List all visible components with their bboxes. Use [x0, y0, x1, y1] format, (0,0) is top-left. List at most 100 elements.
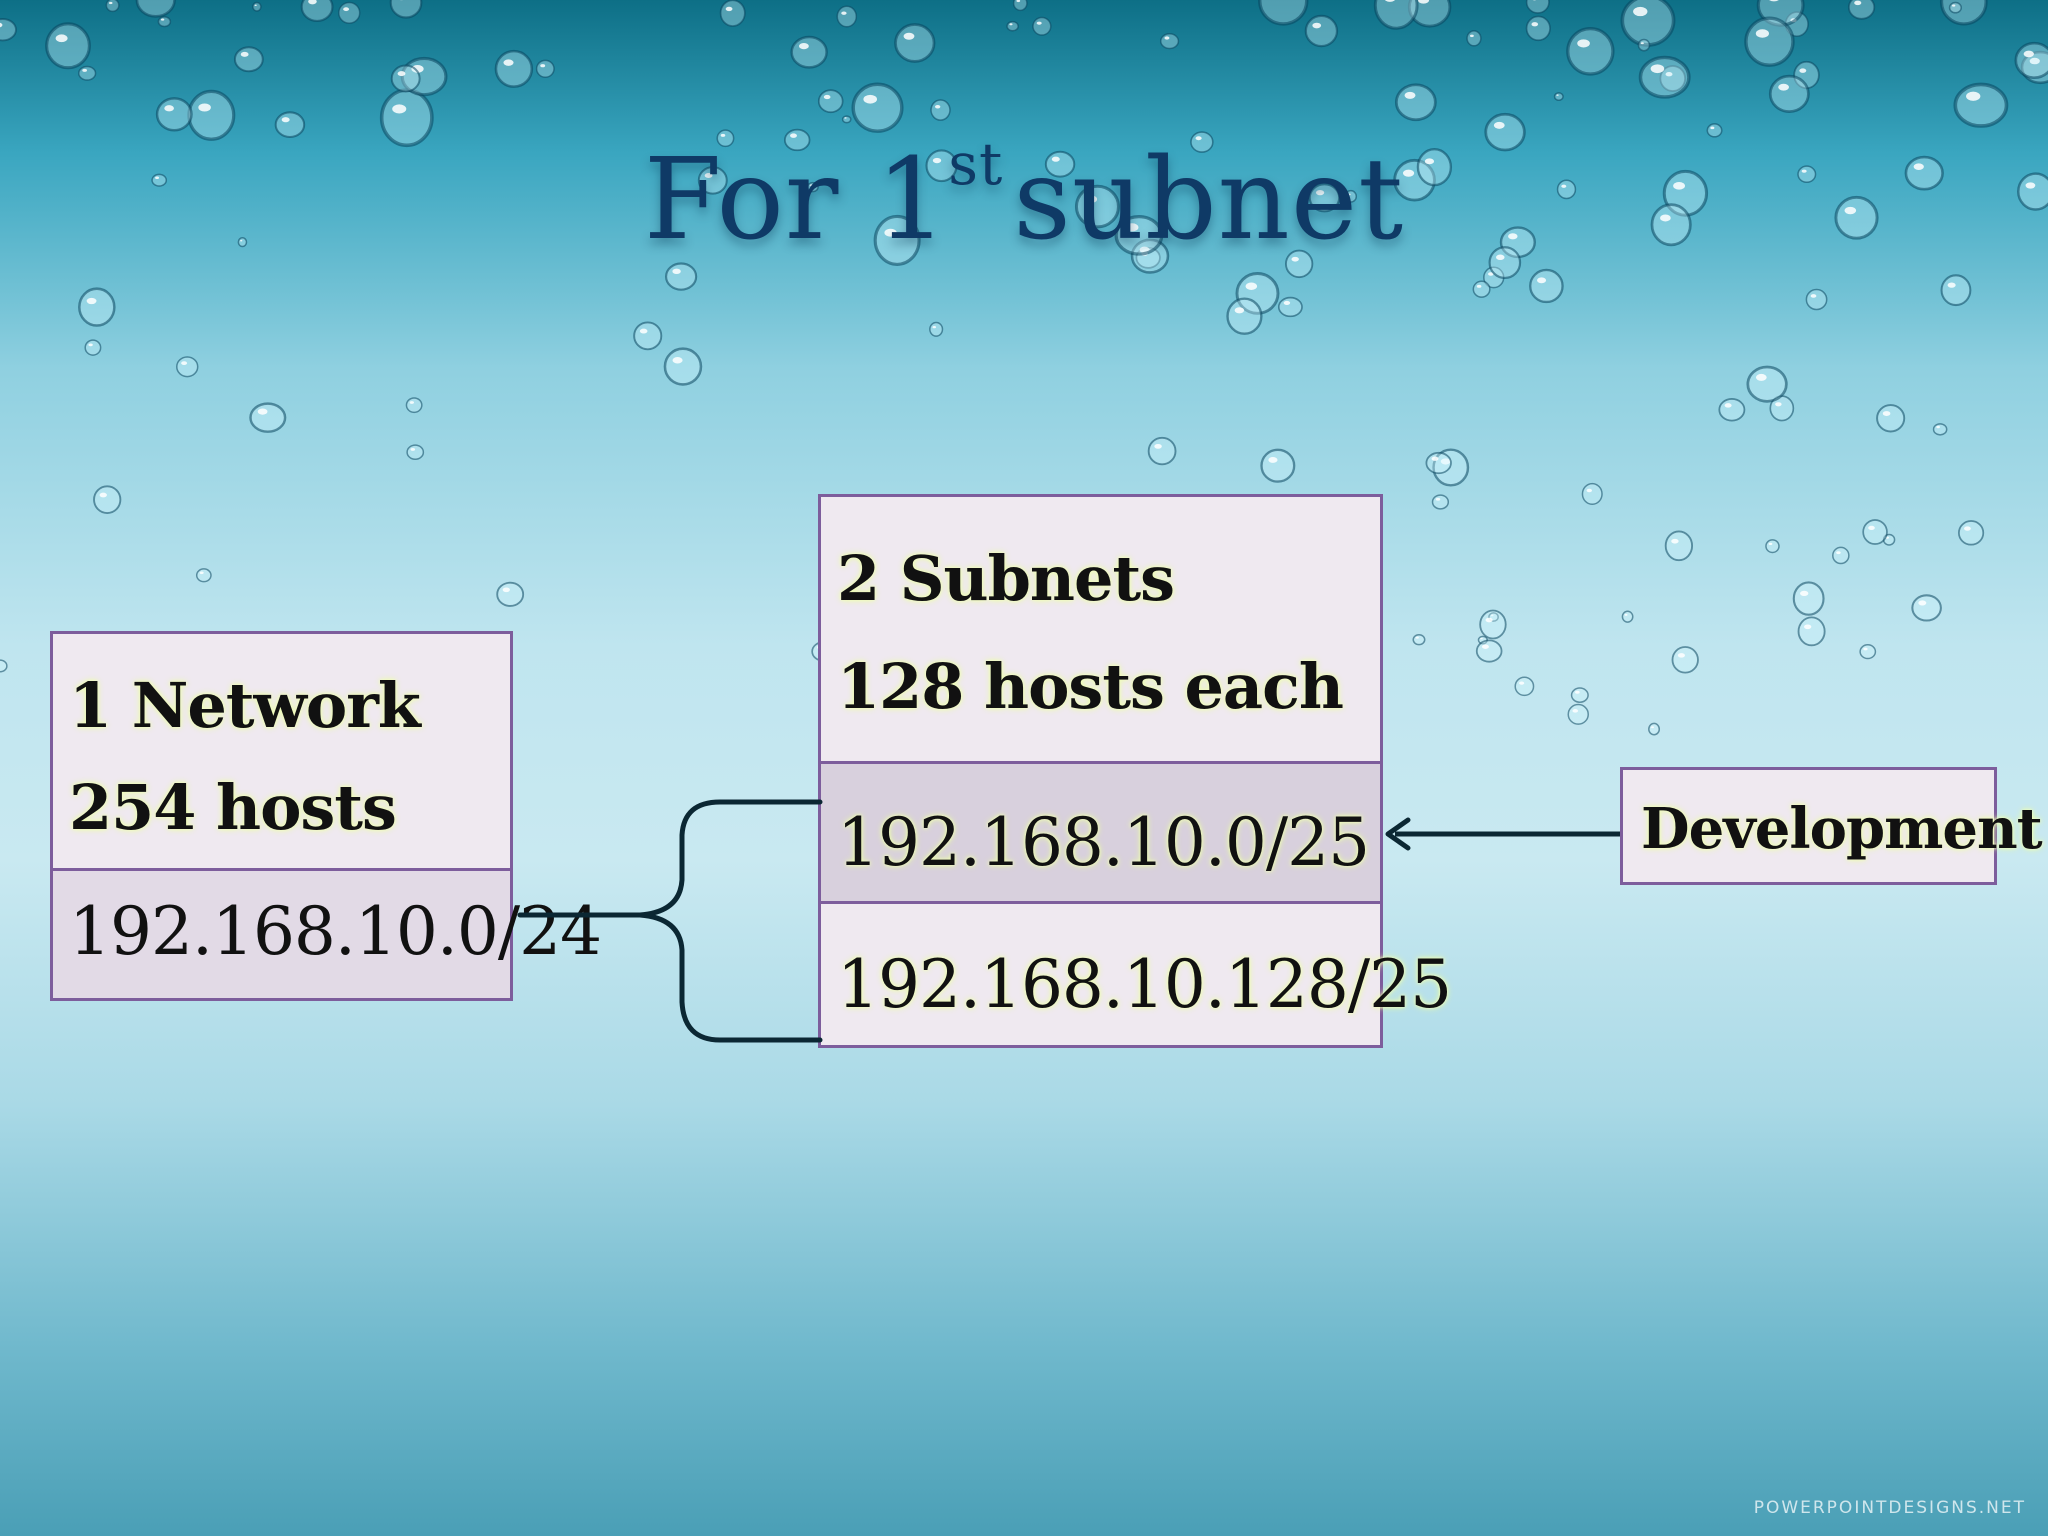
water-drop — [790, 35, 828, 69]
water-drop — [155, 97, 193, 132]
water-drop — [1525, 0, 1550, 14]
water-drop — [45, 22, 91, 70]
water-drop — [851, 82, 904, 133]
water-drop — [1277, 296, 1303, 318]
water-drop — [1797, 616, 1826, 647]
network-count-label: 1 Network — [69, 669, 421, 742]
water-drop — [1304, 14, 1339, 48]
water-drop — [1425, 451, 1452, 475]
water-drop — [1718, 398, 1746, 422]
water-drop — [1638, 55, 1691, 99]
network-address: 192.168.10.0/24 — [69, 893, 602, 970]
water-drop — [1226, 297, 1263, 335]
water-drop — [1876, 404, 1906, 433]
water-drop — [1621, 610, 1634, 623]
water-drop — [1567, 703, 1589, 725]
water-drop — [535, 59, 555, 78]
water-drop — [1648, 722, 1661, 736]
water-drop — [930, 99, 951, 121]
water-drop — [1284, 249, 1314, 279]
water-drop — [1706, 123, 1723, 138]
subnets-hosts-label: 128 hosts each — [837, 650, 1344, 724]
water-drop — [1958, 520, 1985, 546]
water-drop — [1834, 195, 1879, 240]
water-drop — [390, 64, 421, 93]
water-drop — [1006, 20, 1019, 32]
water-drop — [719, 0, 746, 27]
water-drop — [1553, 92, 1564, 102]
water-drop — [78, 65, 97, 81]
subnet-a-address: 192.168.10.0/25 — [837, 804, 1370, 881]
water-drop — [176, 356, 199, 378]
subnet-a-cell: 192.168.10.0/25 — [821, 764, 1380, 904]
water-drop — [894, 23, 936, 63]
network-address-cell: 192.168.10.0/24 — [53, 871, 602, 998]
water-drop — [1308, 183, 1341, 213]
subnets-count-label: 2 Subnets — [837, 542, 1175, 615]
water-drop — [406, 444, 425, 461]
water-drop — [1911, 594, 1942, 622]
water-drop — [1160, 32, 1180, 50]
arrow-head-icon — [1385, 817, 1411, 851]
water-drop — [2017, 172, 2048, 211]
water-drop — [187, 89, 236, 141]
water-drop — [1932, 423, 1948, 436]
water-drop — [93, 485, 122, 514]
water-drop — [1484, 112, 1526, 152]
water-drop — [1012, 0, 1028, 12]
water-drop — [1032, 16, 1052, 36]
water-drop — [84, 339, 102, 356]
water-drop — [1556, 179, 1577, 200]
water-drop — [1044, 150, 1076, 178]
water-drop — [1581, 482, 1603, 506]
water-drop — [1260, 448, 1296, 483]
brace-connector — [517, 799, 823, 1043]
water-drop — [1862, 519, 1888, 545]
water-drop — [1744, 16, 1795, 67]
title-tail: subnet — [1013, 135, 1405, 265]
water-drop — [274, 111, 306, 139]
water-drop — [1659, 65, 1686, 92]
title-superscript: st — [948, 130, 1004, 198]
water-drop — [1431, 494, 1450, 510]
subnet-b-address: 192.168.10.128/25 — [837, 946, 1452, 1023]
water-drop — [1832, 546, 1850, 565]
water-drop — [195, 568, 212, 583]
network-box: 1 Network 254 hosts 192.168.10.0/24 — [50, 631, 602, 1001]
water-drop — [494, 49, 534, 88]
water-drop — [817, 89, 844, 114]
slide-title: For 1stsubnet — [0, 130, 2048, 265]
water-drop — [1488, 246, 1522, 280]
water-drop — [1472, 280, 1491, 298]
network-hosts-label: 254 hosts — [69, 771, 397, 845]
water-drop — [1570, 687, 1589, 703]
water-drop — [1940, 274, 1972, 307]
water-drop — [1416, 147, 1453, 187]
water-drop — [873, 214, 921, 266]
water-drop — [1514, 676, 1535, 697]
water-drop — [663, 347, 703, 386]
development-label: Development — [1641, 796, 2043, 862]
water-drop — [252, 1, 262, 12]
water-drop — [1620, 0, 1676, 47]
water-drop — [925, 149, 958, 183]
footer-watermark: POWERPOINTDESIGNS.NET — [1753, 1498, 2026, 1518]
water-drop — [1407, 0, 1452, 28]
water-drop — [806, 181, 819, 193]
water-drop — [665, 262, 698, 291]
water-drop — [716, 129, 735, 148]
subnets-box: 2 Subnets 128 hosts each 192.168.10.0/25… — [818, 494, 1452, 1048]
water-drop — [135, 0, 176, 18]
water-drop — [300, 0, 334, 23]
water-drop — [1373, 0, 1419, 30]
water-drop — [1114, 215, 1164, 256]
water-drop — [151, 173, 168, 187]
water-drop — [1948, 1, 1962, 14]
title-main: For 1 — [643, 135, 949, 265]
water-drop — [389, 0, 423, 19]
water-drop — [405, 397, 423, 414]
water-drop — [1664, 530, 1694, 562]
water-drop — [237, 237, 248, 248]
water-drop — [2014, 41, 2048, 80]
water-drop — [249, 402, 287, 433]
